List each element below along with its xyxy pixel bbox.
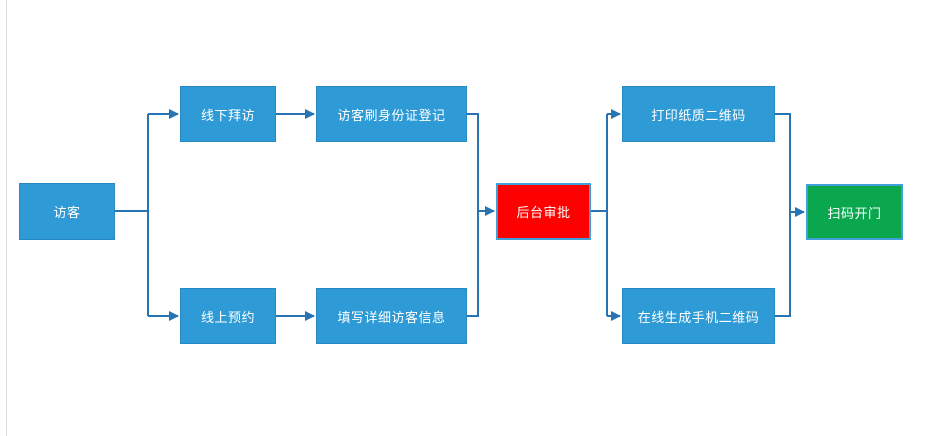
- node-generate-mobile-qrcode[interactable]: 在线生成手机二维码: [622, 288, 775, 344]
- canvas-left-border: [6, 0, 7, 436]
- node-offline-visit-label: 线下拜访: [200, 107, 255, 123]
- node-print-paper-qrcode[interactable]: 打印纸质二维码: [622, 86, 775, 142]
- node-id-card-register-label: 访客刷身份证登记: [337, 107, 446, 123]
- node-id-card-register[interactable]: 访客刷身份证登记: [316, 86, 467, 142]
- node-offline-visit[interactable]: 线下拜访: [180, 86, 276, 142]
- node-scan-to-open-door[interactable]: 扫码开门: [806, 184, 903, 240]
- node-fill-visitor-info[interactable]: 填写详细访客信息: [316, 288, 467, 344]
- node-scan-to-open-door-label: 扫码开门: [827, 205, 882, 221]
- node-backend-approval-label: 后台审批: [516, 205, 571, 220]
- edge-merge-into-scan-vertical: [775, 113, 791, 317]
- node-fill-visitor-info-label: 填写详细访客信息: [337, 309, 446, 325]
- node-backend-approval[interactable]: 后台审批: [496, 183, 591, 240]
- node-print-paper-qrcode-label: 打印纸质二维码: [651, 107, 746, 123]
- node-visitor[interactable]: 访客: [19, 183, 115, 240]
- node-online-reservation[interactable]: 线上预约: [180, 288, 276, 344]
- edge-merge-into-approval-vertical: [467, 113, 479, 317]
- node-generate-mobile-qrcode-label: 在线生成手机二维码: [637, 309, 760, 325]
- node-visitor-label: 访客: [53, 205, 81, 220]
- node-online-reservation-label: 线上预约: [200, 309, 255, 325]
